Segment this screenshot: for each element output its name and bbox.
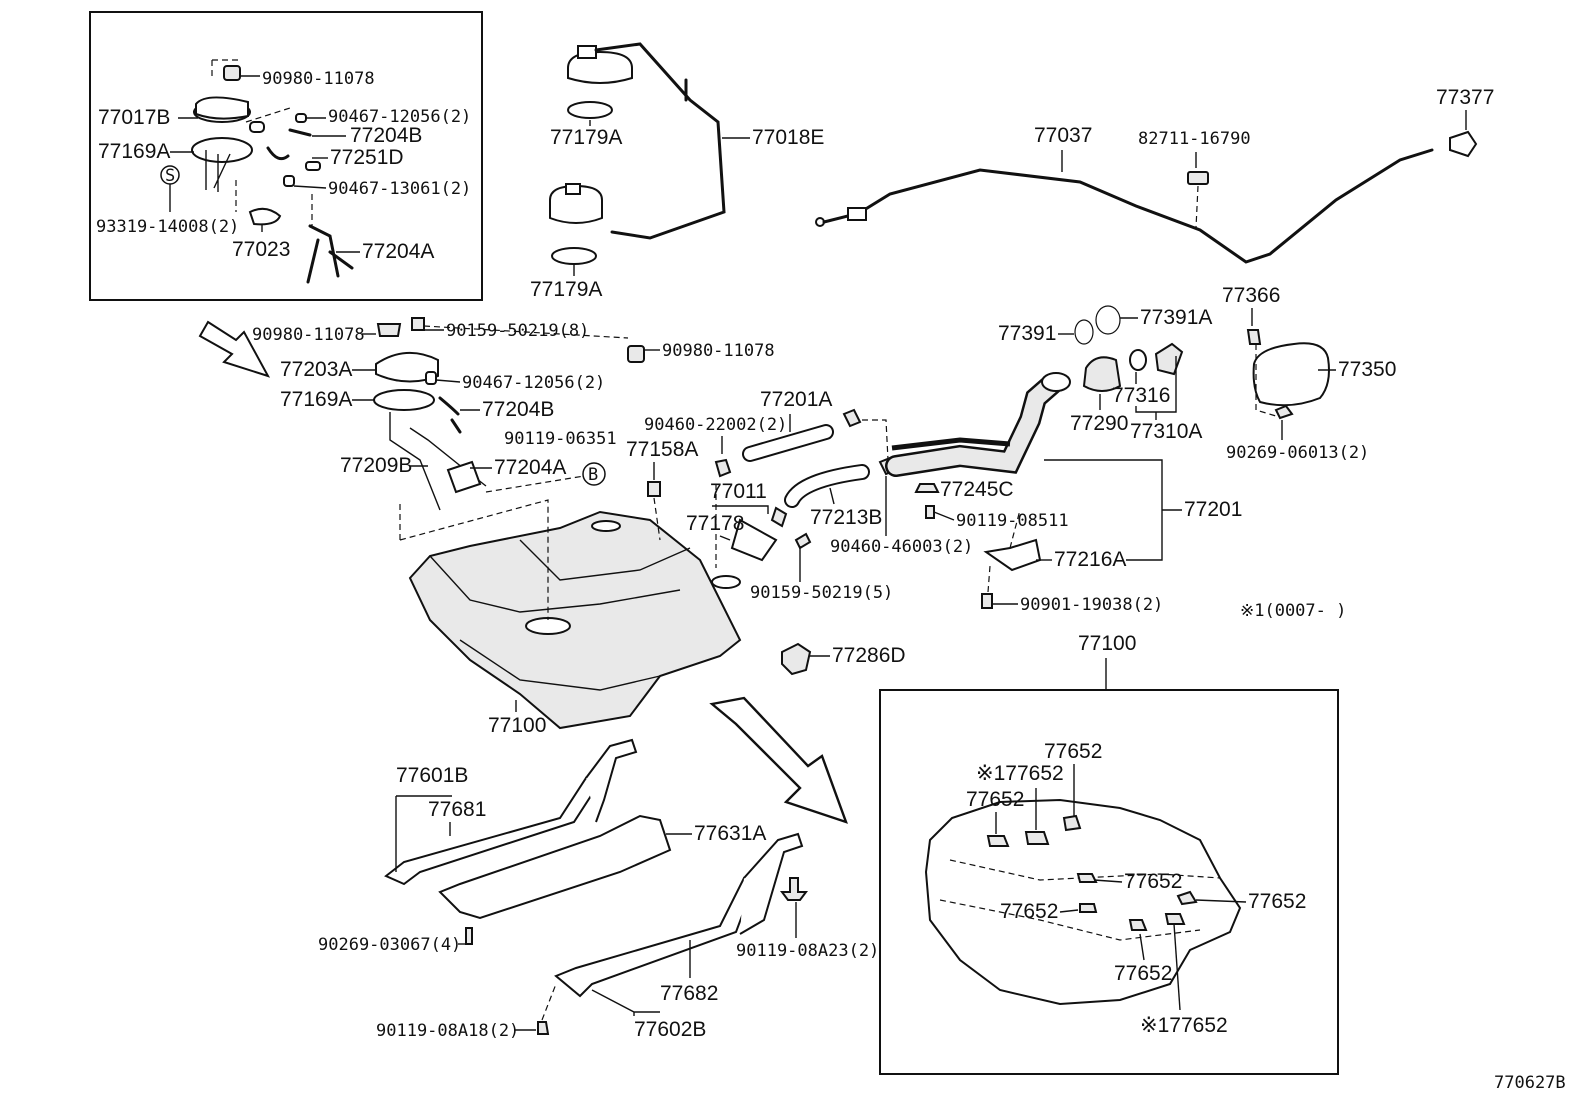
label-77310A: 77310A	[1130, 420, 1202, 443]
label-77169A-mid: 77169A	[280, 388, 352, 411]
inset-label-77652-c: 77652	[966, 788, 1024, 811]
label-77209B: 77209B	[340, 454, 412, 477]
label-90467-12056-top: 90467-12056(2)	[328, 107, 471, 127]
label-77037: 77037	[1034, 124, 1092, 147]
label-77179A-2: 77179A	[530, 278, 602, 301]
label-77100-inset: 77100	[1078, 632, 1136, 655]
note-applicability: ※1(0007- )	[1240, 601, 1346, 621]
pump-detail-drawing	[191, 59, 354, 284]
label-77350: 77350	[1338, 358, 1396, 381]
label-90159-50219-5: 90159-50219(5)	[750, 583, 893, 603]
label-77158A: 77158A	[626, 438, 698, 461]
label-77602B: 77602B	[634, 1018, 706, 1041]
label-90980-11078-b: 90980-11078	[662, 341, 775, 361]
tank-inset-drawing	[924, 798, 1242, 1006]
label-90269-03067: 90269-03067(4)	[318, 935, 461, 955]
label-77366: 77366	[1222, 284, 1280, 307]
label-90460-46003: 90460-46003(2)	[830, 537, 973, 557]
clip-drawing	[781, 642, 812, 676]
fuel-lid-drawing	[1246, 329, 1330, 420]
label-77245C: 77245C	[940, 478, 1014, 501]
label-90980-11078-top: 90980-11078	[262, 69, 375, 89]
label-77316: 77316	[1112, 384, 1170, 407]
hollow-arrow-icon	[198, 320, 271, 378]
hollow-arrow-icon	[709, 696, 848, 824]
label-77601B: 77601B	[396, 764, 468, 787]
label-77023: 77023	[232, 238, 290, 261]
circled-s-icon: S	[160, 165, 180, 186]
b-mark-text: B	[588, 465, 598, 485]
label-90119-08511: 90119-08511	[956, 511, 1069, 531]
filler-pipe-drawing	[885, 372, 1071, 609]
label-77201: 77201	[1184, 498, 1242, 521]
label-77251D: 77251D	[330, 146, 404, 169]
label-90901-19038: 90901-19038(2)	[1020, 595, 1163, 615]
label-77018E: 77018E	[752, 126, 824, 149]
label-77178: 77178	[686, 512, 744, 535]
label-77169A-top: 77169A	[98, 140, 170, 163]
circled-b-icon: B	[582, 462, 606, 486]
label-90119-06351: 90119-06351	[504, 429, 617, 449]
label-77204B-top: 77204B	[350, 124, 422, 147]
release-cable-drawing	[815, 130, 1478, 264]
label-77682: 77682	[660, 982, 718, 1005]
label-77203A: 77203A	[280, 358, 352, 381]
label-90467-13061: 90467-13061(2)	[328, 179, 471, 199]
label-77201A: 77201A	[760, 388, 832, 411]
label-90467-12056-mid: 90467-12056(2)	[462, 373, 605, 393]
label-77204B-mid: 77204B	[482, 398, 554, 421]
label-77290: 77290	[1070, 412, 1128, 435]
label-77100-main: 77100	[488, 714, 546, 737]
label-77216A: 77216A	[1054, 548, 1126, 571]
label-77631A: 77631A	[694, 822, 766, 845]
label-90159-50219-8: 90159-50219(8)	[446, 321, 589, 341]
inset-label-77652-a: 77652	[1044, 740, 1102, 763]
inset-label-77652-e: 77652	[1248, 890, 1306, 913]
label-77377: 77377	[1436, 86, 1494, 109]
label-77017B: 77017B	[98, 106, 170, 129]
label-90980-11078-a: 90980-11078	[252, 325, 365, 345]
label-90460-22002: 90460-22002(2)	[644, 415, 787, 435]
label-90119-08A23: 90119-08A23(2)	[736, 941, 879, 961]
label-90119-08A18: 90119-08A18(2)	[376, 1021, 519, 1041]
label-77179A-1: 77179A	[550, 126, 622, 149]
tank-labels-inset-box	[879, 689, 1339, 1075]
inset-label-77652-b: ※177652	[976, 762, 1064, 785]
pump-detail-inset-box	[89, 11, 483, 301]
label-77204A-top: 77204A	[362, 240, 434, 263]
label-93319-14008: 93319-14008(2)	[96, 217, 239, 237]
label-77204A-mid: 77204A	[494, 456, 566, 479]
inset-label-77652-g: 77652	[1114, 962, 1172, 985]
diagram-id: 770627B	[1494, 1073, 1566, 1093]
tank-bands-drawing	[384, 738, 808, 1035]
pump-exploded-drawing	[373, 317, 645, 511]
label-77011: 77011	[710, 480, 767, 503]
label-82711-16790: 82711-16790	[1138, 129, 1251, 149]
label-77286D: 77286D	[832, 644, 906, 667]
vent-line-drawing	[549, 42, 726, 265]
inset-label-77652-d: 77652	[1124, 870, 1182, 893]
label-77391A: 77391A	[1140, 306, 1212, 329]
label-77391: 77391	[998, 322, 1056, 345]
fuel-tank-drawing	[399, 499, 742, 730]
inset-label-77652-h: ※177652	[1140, 1014, 1228, 1037]
inset-label-77652-f: 77652	[1000, 900, 1058, 923]
label-77213B: 77213B	[810, 506, 882, 529]
label-90269-06013: 90269-06013(2)	[1226, 443, 1369, 463]
label-77681: 77681	[428, 798, 486, 821]
hoses-drawing	[647, 408, 898, 589]
s-mark-text: S	[165, 166, 175, 186]
